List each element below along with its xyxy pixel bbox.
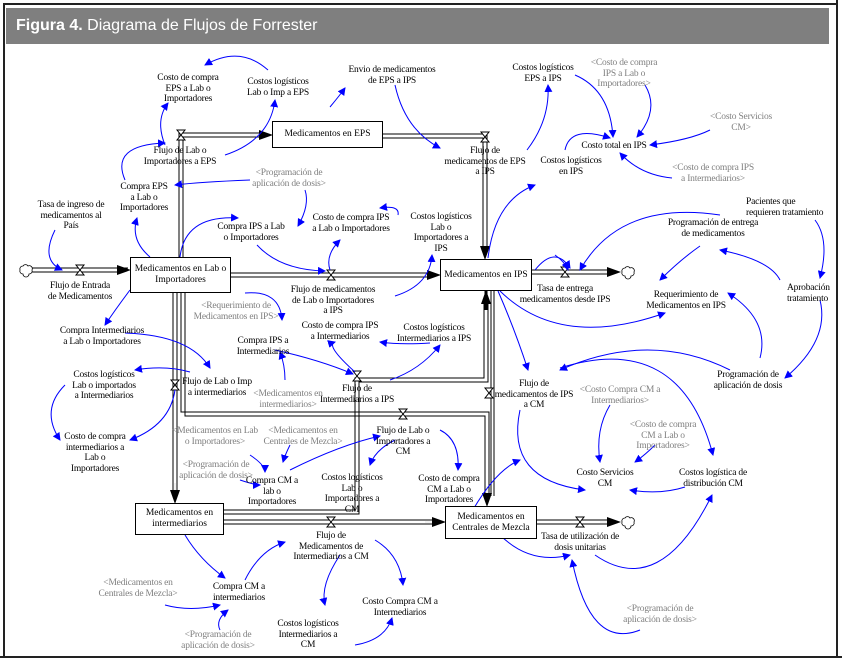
var-costo-compra-cm-int: Costo Compra CM a Intermediarios bbox=[362, 597, 438, 618]
causal-links bbox=[48, 55, 826, 646]
shadow-med-cm: <Medicamentos en Centrales de Mezcla> bbox=[98, 578, 178, 599]
shadow-requerimiento-ips: <Requerimiento de Medicamentos en IPS> bbox=[193, 301, 279, 322]
var-costo-compra-int-lab: Costo de compra intermediarios a Lab o I… bbox=[64, 432, 126, 474]
shadow-med-lab: <Medicamentos en Lab o Importadores> bbox=[172, 426, 258, 447]
var-compra-cm-int: Compra CM a intermediarios bbox=[212, 582, 266, 603]
var-prog-entrega: Programación de entrega de medicamentos bbox=[667, 218, 759, 239]
var-compra-ips-int: Compra IPS a Intermediarios bbox=[236, 336, 290, 357]
var-flujo-eps-ips: Flujo de medicamentos de EPS a IPS bbox=[444, 146, 526, 177]
var-pacientes: Pacientes que requieren tratamiento bbox=[746, 197, 824, 218]
var-flujo-lab-ips: Flujo de medicamentos de Lab o Importado… bbox=[290, 285, 376, 316]
frame-right-edge bbox=[836, 0, 842, 662]
shadow-costo-compra-ips-int: <Costo de compra IPS a Intermediarios> bbox=[672, 163, 754, 184]
var-prog-aplicacion: Programación de aplicación de dosis bbox=[713, 370, 783, 391]
var-flujo-lab-int: Flujo de Lab o Imp a intermediarios bbox=[182, 377, 252, 398]
shadow-med-cm: <Medicamentos en Centrales de Mezcla> bbox=[263, 426, 343, 447]
figure-frame bbox=[3, 3, 838, 660]
var-flujo-entrada: Flujo de Entrada de Medicamentos bbox=[47, 281, 113, 302]
var-costos-log-ips: Costos logísticos en IPS bbox=[540, 156, 602, 177]
var-costo-compra-ips-lab: Costo de compra IPS a Lab o Importadores bbox=[312, 213, 390, 234]
var-costo-servicios-cm: Costo Servicios CM bbox=[576, 468, 634, 489]
var-flujo-lab-cm: Flujo de Lab o Importadores a CM bbox=[375, 426, 431, 457]
stock-medicamentos-ips[interactable]: Medicamentos en IPS bbox=[440, 259, 532, 291]
var-compra-int-lab: Compra Intermediarios a Lab o Importador… bbox=[59, 326, 145, 347]
var-requerimiento-ips: Requerimiento de Medicamentos en IPS bbox=[646, 290, 726, 311]
var-costos-log-eps-ips: Costos logísticos EPS a IPS bbox=[512, 63, 574, 84]
var-aprobacion: Aprobación tratamiento bbox=[787, 283, 830, 304]
shadow-costo-compra-cm-lab: <Costo de compra CM a Lab o Importadores… bbox=[629, 420, 697, 451]
var-compra-eps-lab: Compra EPS a Lab o Importadores bbox=[119, 182, 169, 213]
shadow-med-intermediarios: <Medicamentos en intermediarios> bbox=[253, 389, 323, 410]
stock-medicamentos-cm[interactable]: Medicamentos en Centrales de Mezcla bbox=[445, 506, 537, 539]
stock-medicamentos-eps[interactable]: Medicamentos en EPS bbox=[272, 121, 383, 148]
var-flujo-lab-eps: Flujo de Lab o Importadores a EPS bbox=[143, 146, 217, 167]
var-flujo-int-cm: Flujo de Medicamentos de Intermediarios … bbox=[293, 531, 369, 562]
frame-bottom-edge bbox=[0, 656, 842, 664]
shadow-prog-aplicacion: <Programación de aplicación de dosis> bbox=[181, 630, 255, 651]
figure-title: Figura 4. Diagrama de Flujos de Forreste… bbox=[16, 17, 317, 35]
var-costos-log-int-cm: Costos logísticos Intermediarios a CM bbox=[277, 619, 339, 650]
shadow-prog-aplicacion: <Programación de aplicación de dosis> bbox=[623, 604, 697, 625]
var-costos-log-int-ips: Costos logísticos Intermediarios a IPS bbox=[396, 323, 472, 344]
var-costos-log-lab-eps: Costos logísticos Lab o Imp a EPS bbox=[247, 77, 309, 98]
shadow-costo-servicios-cm: <Costo Servicios CM> bbox=[709, 112, 773, 133]
shadow-prog-aplicacion: <Programación de aplicación de dosis> bbox=[179, 460, 253, 481]
var-costos-log-lab-cm: Costos logísticos Lab o Importadores a C… bbox=[321, 473, 383, 515]
var-tasa-utilizacion: Tasa de utilización de dosis unitarias bbox=[540, 532, 620, 553]
var-costos-log-dist-cm: Costos logística de distribución CM bbox=[679, 468, 747, 489]
var-costo-total-ips: Costo total en IPS bbox=[581, 141, 647, 151]
stock-medicamentos-lab[interactable]: Medicamentos en Lab o Importadores bbox=[130, 257, 231, 293]
stock-medicamentos-intermediarios[interactable]: Medicamentos en intermediarios bbox=[135, 503, 224, 535]
var-costo-compra-ips-int: Costo de compra IPS a Intermediarios bbox=[301, 321, 379, 342]
var-flujo-int-ips: Flujo de Intermediarios a IPS bbox=[319, 384, 395, 405]
figure-caption: Diagrama de Flujos de Forrester bbox=[82, 17, 318, 34]
var-envio-eps-ips: Envio de medicamentos de EPS a IPS bbox=[348, 65, 436, 86]
var-compra-ips-lab: Compra IPS a Lab o Importadores bbox=[217, 222, 285, 243]
var-tasa-ingreso: Tasa de ingreso de medicamentos al País bbox=[37, 200, 105, 231]
var-compra-cm-lab: Compra CM a lab o Importadores bbox=[245, 476, 299, 507]
shadow-prog-aplicacion: <Programación de aplicación de dosis> bbox=[252, 168, 326, 189]
var-flujo-ips-cm: Flujo de medicamentos de IPS a CM bbox=[494, 379, 574, 410]
figure-number: Figura 4. bbox=[16, 17, 83, 34]
shadow-costo-compra-ips-lab: <Costo de compra IPS a Lab o Importadore… bbox=[590, 58, 658, 89]
shadow-costo-compra-cm-int: <Costo Compra CM a Intermediarios> bbox=[579, 385, 661, 406]
title-bar: Figura 4. Diagrama de Flujos de Forreste… bbox=[6, 8, 829, 44]
var-costos-log-lab-int: Costos logísticos Lab o importados a Int… bbox=[72, 370, 136, 401]
var-tasa-entrega: Tasa de entrega medicamentos desde IPS bbox=[519, 284, 611, 305]
var-costos-log-lab-ips: Costos logísticos Lab o Importadores a I… bbox=[410, 212, 472, 254]
var-costo-compra-cm-lab: Costo de compra CM a Lab o Importadores bbox=[418, 474, 480, 505]
var-costo-compra-eps-lab: Costo de compra EPS a Lab o Importadores bbox=[157, 73, 219, 104]
